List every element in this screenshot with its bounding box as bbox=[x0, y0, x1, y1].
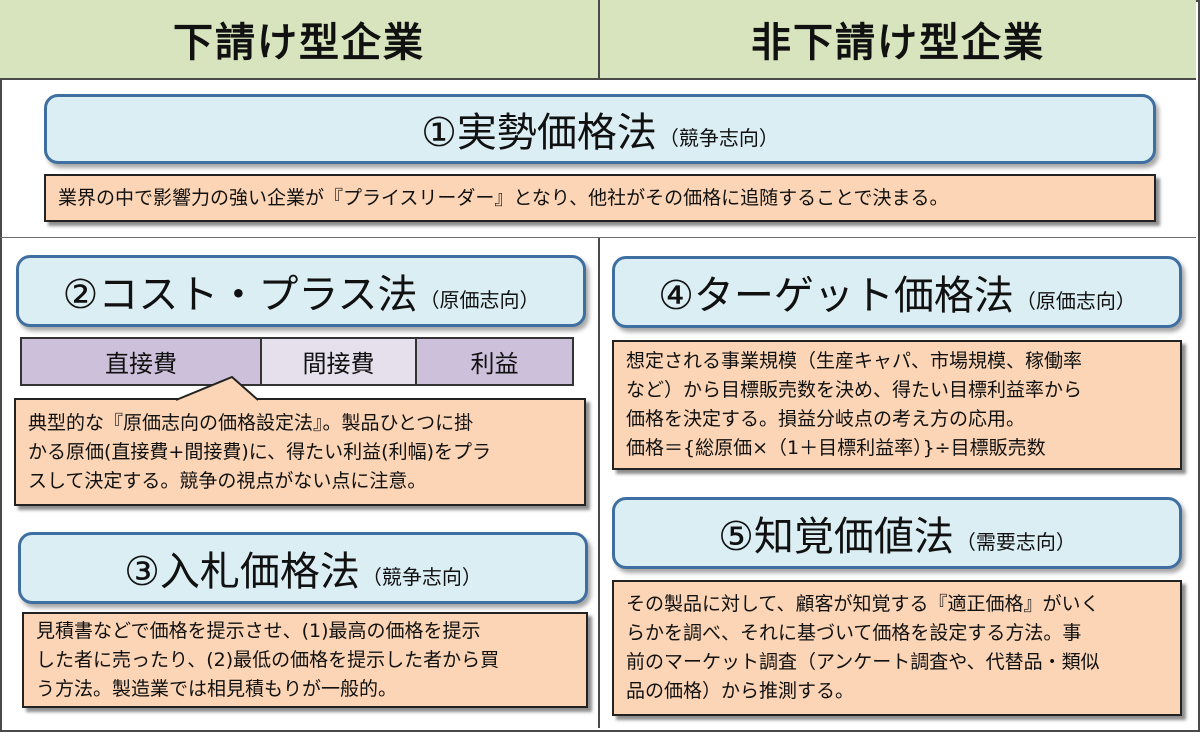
method-4-description: 想定される事業規模（生産キャパ、市場規模、稼働率 など）から目標販売数を決め、得… bbox=[612, 340, 1182, 470]
method-4-orientation: （原価志向） bbox=[1015, 288, 1136, 313]
method-4-title-box: ④ターゲット価格法 （原価志向） bbox=[612, 256, 1182, 328]
method-3-title: ③入札価格法 bbox=[124, 549, 360, 595]
method-1-description: 業界の中で影響力の強い企業が『プライスリーダー』となり、他社がその価格に追随する… bbox=[44, 174, 1156, 222]
method-1-orientation: （競争志向） bbox=[658, 125, 779, 150]
method-5-desc-line: その製品に対して、顧客が知覚する『適正価格』がいく bbox=[626, 593, 1100, 615]
method-2-desc-line: かる原価(直接費+間接費)に、得たい利益(利幅)をプラ bbox=[28, 441, 492, 463]
method-4-desc-line: 価格＝{総原価×（1＋目標利益率）}÷目標販売数 bbox=[626, 437, 1046, 459]
method-2-desc-line: 典型的な『原価志向の価格設定法』。製品ひとつに掛 bbox=[28, 412, 474, 434]
method-2-desc-line: スして決定する。競争の視点がない点に注意。 bbox=[28, 470, 427, 492]
method-4-desc-line: 価格を決定する。損益分岐点の考え方の応用。 bbox=[626, 408, 1026, 430]
method-1-title-box: ①実勢価格法 （競争志向） bbox=[44, 94, 1156, 164]
header-non-subcontract: 非下請け型企業 bbox=[600, 0, 1196, 80]
method-2-title-box: ②コスト・プラス法 （原価志向） bbox=[16, 255, 586, 327]
method-5-orientation: （需要志向） bbox=[955, 529, 1076, 554]
method-3-title-box: ③入札価格法 （競争志向） bbox=[18, 532, 588, 604]
method-4-desc-line: など）から目標販売数を決め、得たい目標利益率から bbox=[626, 379, 1083, 401]
method-5-desc-line: らかを調べ、それに基づいて価格を設定する方法。事 bbox=[626, 622, 1082, 644]
cost-cell-direct: 直接費 bbox=[22, 339, 262, 384]
section-divider-vertical bbox=[598, 238, 600, 728]
section-divider-horizontal bbox=[0, 237, 1196, 238]
method-2-orientation: （原価志向） bbox=[419, 287, 540, 312]
method-4-desc-line: 想定される事業規模（生産キャパ、市場規模、稼働率 bbox=[626, 350, 1083, 372]
method-5-title-box: ⑤知覚価値法 （需要志向） bbox=[612, 497, 1182, 569]
method-3-desc-line: う方法。製造業では相見積もりが一般的。 bbox=[36, 678, 398, 700]
method-3-description: 見積書などで価格を提示させ、(1)最高の価格を提示 した者に売ったり、(2)最低… bbox=[22, 612, 588, 708]
method-3-orientation: （競争志向） bbox=[361, 564, 482, 589]
method-5-desc-line: 前のマーケット調査（アンケート調査や、代替品・類似 bbox=[626, 651, 1100, 673]
method-5-desc-line: 品の価格）から推測する。 bbox=[626, 680, 855, 702]
cost-structure-bar: 直接費 間接費 利益 bbox=[20, 337, 574, 386]
method-2-description: 典型的な『原価志向の価格設定法』。製品ひとつに掛 かる原価(直接費+間接費)に、… bbox=[14, 398, 586, 506]
method-1-title: ①実勢価格法 bbox=[421, 110, 657, 156]
cost-cell-indirect: 間接費 bbox=[262, 339, 417, 384]
method-2-title: ②コスト・プラス法 bbox=[62, 272, 418, 318]
method-3-desc-line: した者に売ったり、(2)最低の価格を提示した者から買 bbox=[36, 649, 500, 671]
method-4-title: ④ターゲット価格法 bbox=[658, 273, 1014, 319]
cost-cell-profit: 利益 bbox=[417, 339, 572, 384]
method-3-desc-line: 見積書などで価格を提示させ、(1)最高の価格を提示 bbox=[36, 620, 481, 642]
method-5-title: ⑤知覚価値法 bbox=[718, 514, 954, 560]
method-1-desc-line: 業界の中で影響力の強い企業が『プライスリーダー』となり、他社がその価格に追随する… bbox=[58, 187, 949, 209]
header-subcontract: 下請け型企業 bbox=[0, 0, 600, 80]
method-5-description: その製品に対して、顧客が知覚する『適正価格』がいく らかを調べ、それに基づいて価… bbox=[612, 580, 1182, 716]
